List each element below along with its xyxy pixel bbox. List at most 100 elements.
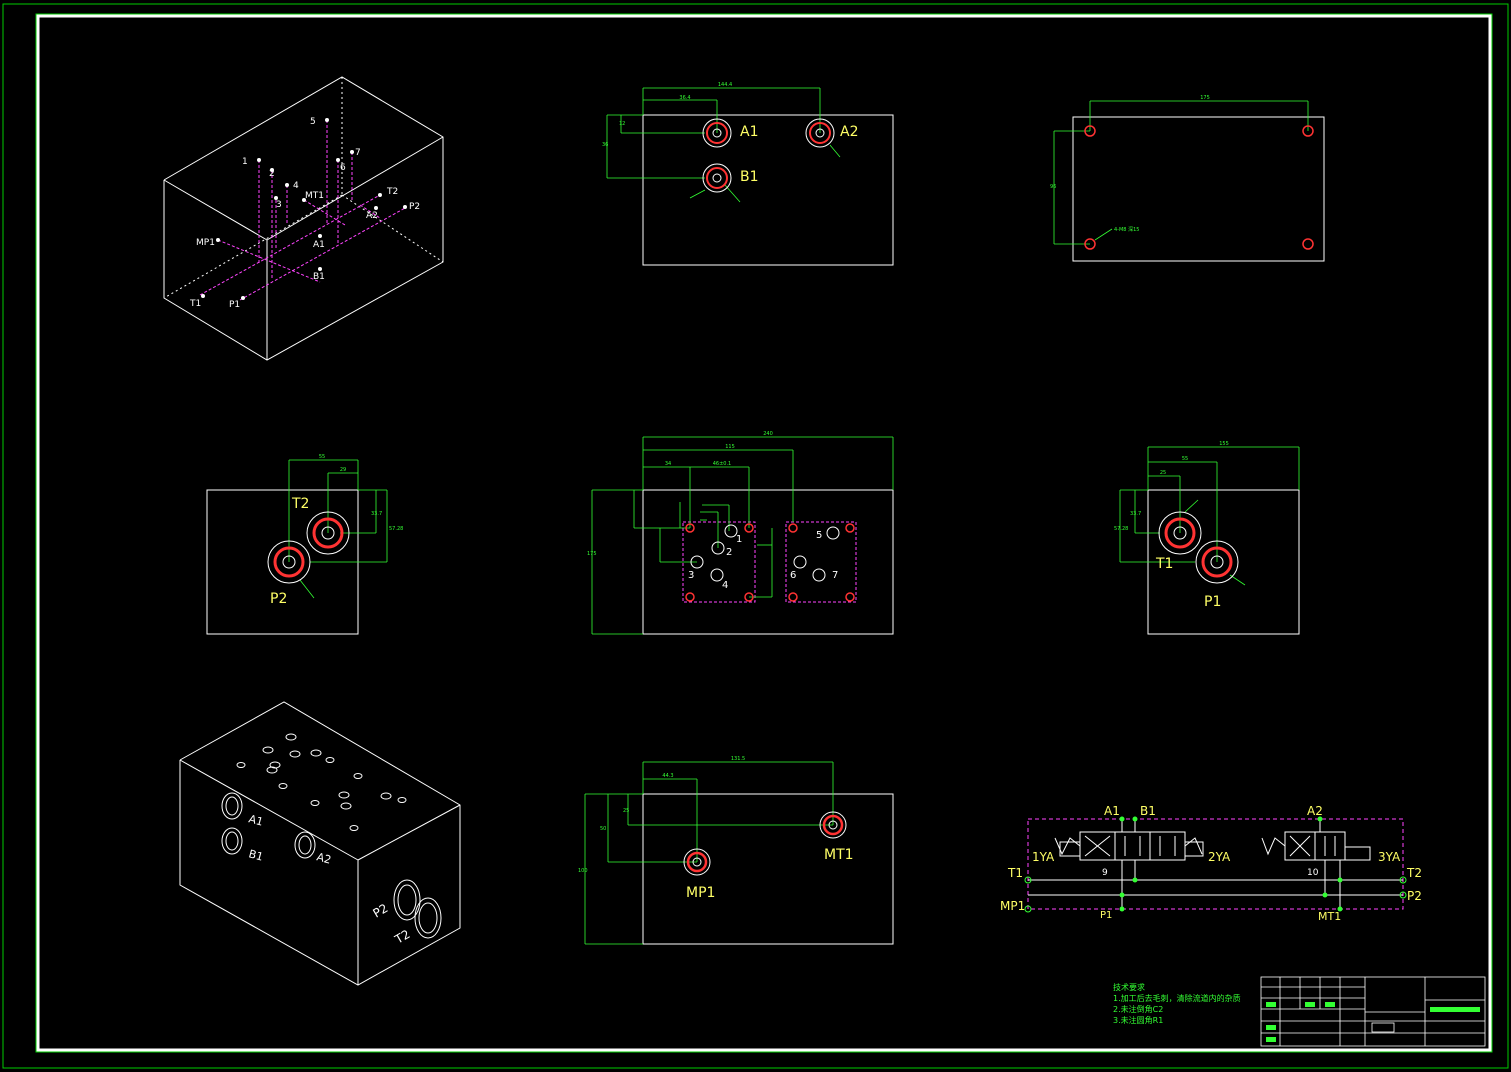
port-num-5: 5	[816, 530, 822, 541]
iso-top-label-2: 2	[269, 169, 275, 179]
notes-title: 技术要求	[1113, 982, 1145, 992]
iso-top-port-dot	[403, 205, 407, 209]
port-num-1: 1	[736, 534, 742, 545]
iso-label-p2: P2	[371, 901, 391, 921]
sch-port-mp1: MP1	[1000, 899, 1025, 913]
port-p1-hole	[1195, 540, 1239, 584]
iso-bottom-view	[179, 701, 461, 986]
dim-57-28-right: 57.28	[1114, 526, 1128, 532]
iso-top-port-dot	[350, 150, 354, 154]
sch-solenoid-2ya: 2YA	[1208, 850, 1231, 864]
label-mt1: MT1	[824, 847, 854, 863]
dim-144: 144.4	[718, 82, 732, 88]
note-item-3: 3.未注圆角R1	[1113, 1015, 1163, 1025]
dim-155: 155	[1219, 441, 1229, 447]
right-view: 155 55 25 33.7 57.28 T1 P1	[1114, 441, 1300, 635]
iso-top-port-dot	[318, 234, 322, 238]
iso-top-port-dot	[216, 238, 220, 242]
iso-top-port-dot	[374, 206, 378, 210]
sch-port-p2: P2	[1407, 889, 1422, 903]
port-num-7: 7	[832, 570, 838, 581]
iso-top-label-4: 4	[293, 181, 299, 191]
top-right-view: 175 96 4-M8 深15	[1050, 95, 1325, 262]
port-a2-hole	[805, 118, 835, 148]
bolt-hole-br	[1302, 238, 1314, 250]
dim-25: 25	[1160, 470, 1166, 476]
bolt-hole-bl	[1084, 238, 1096, 250]
iso-top-port-dot	[201, 294, 205, 298]
iso-top-port-dot	[318, 267, 322, 271]
port-mp1-hole	[683, 848, 711, 876]
iso-top-port-dot	[257, 158, 261, 162]
sch-label-mt1: MT1	[1318, 910, 1341, 923]
iso-top-label-3: 3	[276, 200, 282, 210]
label-mp1: MP1	[686, 885, 715, 901]
iso-top-label-p2: P2	[409, 202, 420, 212]
iso-top-label-t2: T2	[386, 187, 398, 197]
sch-port-t1: T1	[1007, 866, 1023, 880]
dim-115: 115	[725, 444, 735, 450]
dim-100: 100	[578, 868, 588, 874]
dim-46: 46±0.1	[713, 461, 732, 467]
sch-valve-10: 10	[1307, 868, 1319, 878]
bottom-view-outline	[642, 793, 894, 945]
drawing-frame	[36, 14, 1492, 1052]
port-num-2: 2	[726, 547, 732, 558]
valve-pad-right	[785, 521, 857, 603]
label-p2: P2	[270, 591, 287, 607]
iso-top-label-1: 1	[242, 157, 248, 167]
top-view-outline	[642, 114, 894, 266]
dim-240: 240	[763, 431, 773, 437]
iso-label-a2: A2	[315, 850, 332, 866]
iso-top-label-p1: P1	[229, 300, 240, 310]
port-num-3: 3	[688, 570, 694, 581]
label-p1: P1	[1204, 594, 1221, 610]
iso-top-label-5: 5	[310, 117, 316, 127]
iso-top-label-mt1: MT1	[305, 191, 324, 201]
dim-131-5: 131.5	[731, 756, 745, 762]
sch-port-t2: T2	[1406, 866, 1422, 880]
iso-top-label-a2: A2	[366, 211, 378, 221]
iso-top-port-dot	[336, 158, 340, 162]
sch-label-a2: A2	[1307, 804, 1323, 818]
port-num-4: 4	[722, 580, 728, 591]
top-view: 144.4 36.4 12 36 A1 A2 B1	[602, 82, 894, 266]
bolt-hole-tr	[1302, 125, 1314, 137]
dim-36: 36	[602, 142, 608, 148]
top-right-outline	[1072, 116, 1325, 262]
dim-55: 55	[319, 454, 325, 460]
note-item-1: 1.加工后去毛刺，清除流道内的杂质	[1113, 993, 1241, 1003]
bottom-view: 131.5 44.3 25 50 100 MP1 MT1	[578, 756, 894, 945]
port-t1-hole	[1158, 511, 1202, 555]
dim-175-front: 175	[587, 551, 597, 557]
title-block	[1260, 976, 1486, 1047]
sch-label-b1: B1	[1140, 804, 1156, 818]
dim-50: 50	[600, 826, 606, 832]
port-a1-hole	[702, 118, 732, 148]
iso-bottom-labels: A1 B1 A2 P2 T2	[247, 812, 412, 947]
iso-top-label-t1: T1	[189, 299, 201, 309]
dim-12: 12	[619, 121, 625, 127]
sch-label-a1: A1	[1104, 804, 1120, 818]
sch-solenoid-3ya: 3YA	[1378, 850, 1401, 864]
sch-solenoid-1ya: 1YA	[1032, 850, 1055, 864]
port-mt1-hole	[819, 811, 847, 839]
label-b1: B1	[740, 169, 759, 185]
port-b1-hole	[702, 163, 732, 193]
dim-34: 34	[665, 461, 671, 467]
dim-33-7: 33.7	[371, 511, 382, 517]
bolt-hole-tl	[1084, 125, 1096, 137]
dim-29: 29	[340, 467, 346, 473]
iso-top-label-b1: B1	[313, 272, 325, 282]
sch-label-p1: P1	[1100, 910, 1112, 921]
front-view-outline	[642, 489, 894, 635]
label-a1: A1	[740, 124, 758, 140]
iso-label-b1: B1	[247, 847, 264, 863]
technical-notes: 技术要求 1.加工后去毛刺，清除流道内的杂质 2.未注倒角C2 3.未注圆角R1	[1113, 982, 1241, 1025]
iso-top-view	[163, 76, 444, 361]
dim-175: 175	[1200, 95, 1210, 101]
iso-top-port-dot	[285, 183, 289, 187]
label-a2: A2	[840, 124, 858, 140]
